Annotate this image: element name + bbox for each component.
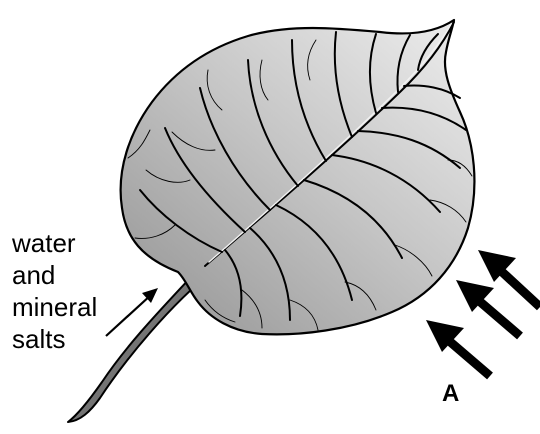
input-label-line-2: and xyxy=(12,260,55,290)
arrow-A-bottom xyxy=(426,320,490,376)
input-label-line-4: salts xyxy=(12,324,65,354)
input-label-line-1: water xyxy=(11,228,76,258)
input-label-line-3: mineral xyxy=(12,292,97,322)
arrow-A-top xyxy=(478,250,540,307)
arrow-label-A: A xyxy=(442,380,459,407)
leaf-blade xyxy=(121,20,475,334)
arrow-A-middle xyxy=(456,280,520,336)
